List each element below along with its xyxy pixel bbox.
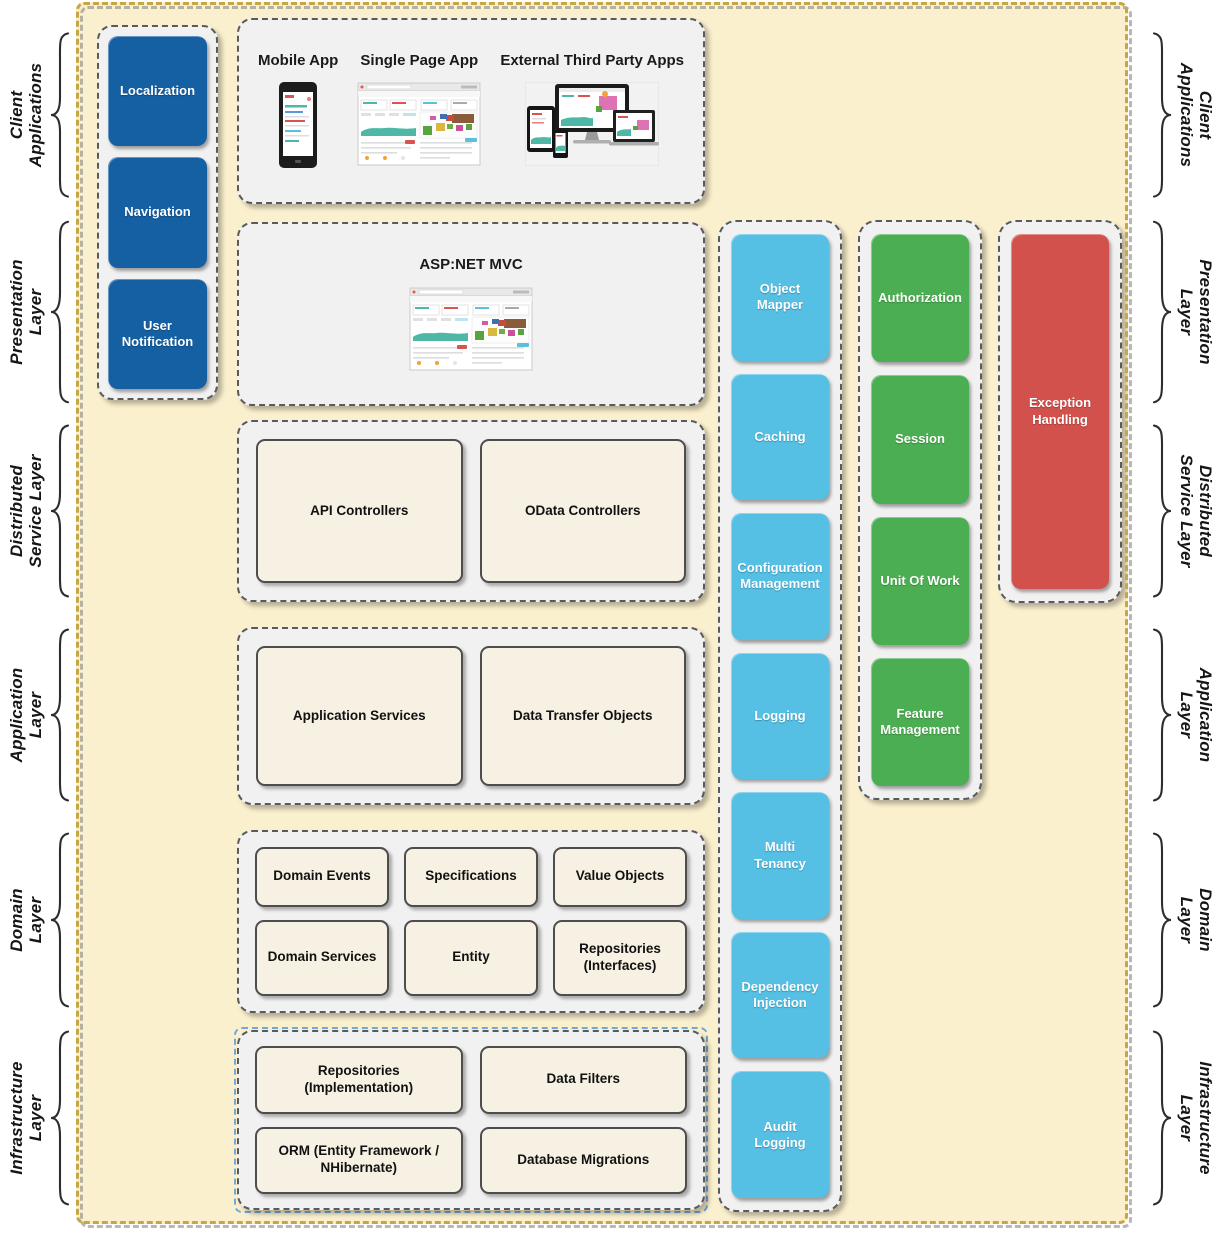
layer-section-domain-right: Domain Layer <box>1134 828 1220 1012</box>
layer-brace <box>1150 422 1176 600</box>
infrastructure-selection-border <box>234 1027 708 1213</box>
layer-label-distributed: Distributed Service Layer <box>6 454 45 568</box>
aspnet-mvc-title: ASP:NET MVC <box>419 256 523 273</box>
node-data-filters[interactable]: Data Filters <box>479 1046 687 1114</box>
node-session[interactable]: Session <box>871 375 969 504</box>
layer-label-client-applications: Client Applications <box>6 62 45 168</box>
layer-label-presentation: Presentation Layer <box>6 259 45 365</box>
layer-label-presentation: Presentation Layer <box>1177 259 1216 365</box>
layer-label-application: Application Layer <box>1177 667 1216 763</box>
single-page-app-title: Single Page App <box>360 52 479 69</box>
layer-brace <box>1150 30 1176 200</box>
layer-section-infrastructure-left: Infrastructure Layer <box>0 1026 76 1210</box>
aspnet-mvc-image <box>409 287 533 371</box>
aspnet-mvc-group[interactable]: ASP:NET MVC <box>237 222 705 406</box>
mobile-app-title: Mobile App <box>258 52 339 69</box>
layer-label-infrastructure: Infrastructure Layer <box>1177 1061 1216 1175</box>
node-database-migrations[interactable]: Database Migrations <box>479 1126 687 1194</box>
layer-section-distributed-left: Distributed Service Layer <box>0 420 76 602</box>
node-specifications[interactable]: Specifications <box>404 847 538 907</box>
layer-brace <box>1150 1028 1176 1208</box>
node-value-objects[interactable]: Value Objects <box>553 847 687 907</box>
node-authorization[interactable]: Authorization <box>871 234 969 363</box>
layer-section-presentation-left: Presentation Layer <box>0 216 76 408</box>
node-logging[interactable]: Logging <box>731 652 829 780</box>
layer-label-domain: Domain Layer <box>6 888 45 952</box>
layer-section-client-applications-right: Client Applications <box>1134 28 1220 202</box>
presentation-components-group[interactable]: Localization Navigation User Notificatio… <box>97 25 218 400</box>
node-user-notification[interactable]: User Notification <box>108 278 207 389</box>
layer-brace <box>46 830 72 1010</box>
layer-brace <box>46 218 72 406</box>
single-page-app-image <box>357 82 482 166</box>
node-api-controllers[interactable]: API Controllers <box>256 439 463 583</box>
node-dependency-injection[interactable]: Dependency Injection <box>731 931 829 1059</box>
mobile-app-image <box>279 82 318 168</box>
distributed-service-group[interactable]: API Controllers OData Controllers <box>237 420 705 602</box>
layer-label-client-applications: Client Applications <box>1177 62 1216 168</box>
layer-brace <box>46 626 72 804</box>
node-caching[interactable]: Caching <box>731 373 829 501</box>
layer-section-distributed-right: Distributed Service Layer <box>1134 420 1220 602</box>
node-object-mapper[interactable]: Object Mapper <box>731 234 829 361</box>
node-repositories-interfaces[interactable]: Repositories (Interfaces) <box>553 919 687 996</box>
node-application-services[interactable]: Application Services <box>256 646 463 786</box>
cross-cutting-group[interactable]: Object Mapper Caching Configuration Mana… <box>718 220 842 1212</box>
node-repositories-implementation[interactable]: Repositories (Implementation) <box>255 1046 463 1114</box>
external-apps-column: External Third Party Apps <box>500 52 684 166</box>
single-page-app-column: Single Page App <box>357 52 482 166</box>
layer-label-application: Application Layer <box>6 667 45 763</box>
application-layer-group[interactable]: Application Services Data Transfer Objec… <box>237 627 705 805</box>
layer-brace <box>1150 218 1176 406</box>
layer-brace <box>46 30 72 200</box>
layer-section-infrastructure-right: Infrastructure Layer <box>1134 1026 1220 1210</box>
node-entity[interactable]: Entity <box>404 919 538 996</box>
node-configuration-management[interactable]: Configuration Management <box>731 513 829 640</box>
node-feature-management[interactable]: Feature Management <box>871 657 969 786</box>
layer-section-domain-left: Domain Layer <box>0 828 76 1012</box>
node-domain-services[interactable]: Domain Services <box>255 919 389 996</box>
node-exception-handling[interactable]: Exception Handling <box>1011 234 1109 589</box>
layer-label-infrastructure: Infrastructure Layer <box>6 1061 45 1175</box>
layer-brace <box>46 422 72 600</box>
mobile-app-column: Mobile App <box>258 52 338 168</box>
node-orm[interactable]: ORM (Entity Framework / NHibernate) <box>255 1126 463 1194</box>
layer-label-distributed: Distributed Service Layer <box>1177 454 1216 568</box>
node-audit-logging[interactable]: Audit Logging <box>731 1071 829 1199</box>
node-unit-of-work[interactable]: Unit Of Work <box>871 516 969 645</box>
external-apps-title: External Third Party Apps <box>500 52 684 69</box>
node-localization[interactable]: Localization <box>108 36 207 147</box>
external-apps-image <box>525 82 660 166</box>
layer-section-presentation-right: Presentation Layer <box>1134 216 1220 408</box>
layer-brace <box>46 1028 72 1208</box>
layer-label-domain: Domain Layer <box>1177 888 1216 952</box>
client-apps-group[interactable]: Mobile App Single Page App <box>237 18 705 204</box>
layer-brace <box>1150 626 1176 804</box>
layer-section-application-right: Application Layer <box>1134 624 1220 806</box>
layer-section-application-left: Application Layer <box>0 624 76 806</box>
layer-brace <box>1150 830 1176 1010</box>
security-group[interactable]: Authorization Session Unit Of Work Featu… <box>858 220 982 800</box>
infrastructure-layer-group[interactable]: Repositories (Implementation) Data Filte… <box>237 1030 705 1210</box>
node-odata-controllers[interactable]: OData Controllers <box>479 439 686 583</box>
domain-layer-group[interactable]: Domain Events Specifications Value Objec… <box>237 830 705 1013</box>
exception-group[interactable]: Exception Handling <box>998 220 1122 603</box>
layer-section-client-applications-left: Client Applications <box>0 28 76 202</box>
node-multi-tenancy[interactable]: Multi Tenancy <box>731 792 829 919</box>
node-navigation[interactable]: Navigation <box>108 157 207 268</box>
node-domain-events[interactable]: Domain Events <box>255 847 389 907</box>
node-data-transfer-objects[interactable]: Data Transfer Objects <box>479 646 686 786</box>
